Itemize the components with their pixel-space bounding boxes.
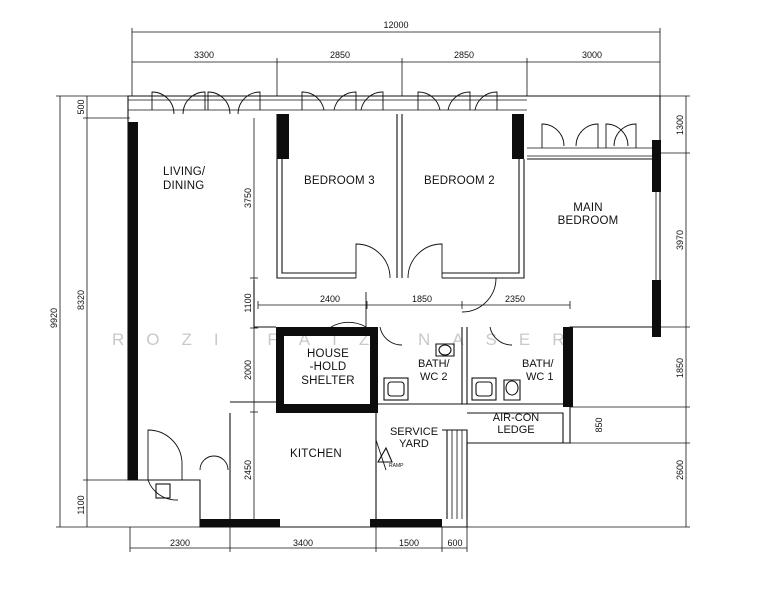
dim-right-1: 1300 <box>675 115 685 135</box>
bath1-label-1: BATH/ <box>522 358 555 370</box>
fixtures: RAMP <box>377 343 521 519</box>
dim-interior-h-3: 2350 <box>505 294 525 304</box>
kitchen-label: KITCHEN <box>290 448 342 460</box>
dim-interior-v-4: 2450 <box>243 460 253 480</box>
bedroom3-label: BEDROOM 3 <box>304 175 375 187</box>
dim-interior-v-3: 2000 <box>243 360 253 380</box>
room-labels: LIVING/ DINING BEDROOM 3 BEDROOM 2 MAIN … <box>163 166 618 460</box>
dim-right-3: 1850 <box>675 358 685 378</box>
dim-interior-h-2: 1850 <box>412 294 432 304</box>
shelter-label-3: SHELTER <box>301 375 355 387</box>
dim-left-inner-3: 1100 <box>76 495 86 514</box>
dim-interior-v-2: 1100 <box>243 293 253 312</box>
doors <box>147 243 513 527</box>
dim-right-4: 850 <box>594 417 604 432</box>
service-yard-label-1: SERVICE <box>390 426 438 438</box>
dim-left-inner-2: 8320 <box>76 290 86 310</box>
dim-bottom-3: 1500 <box>399 538 419 548</box>
main-bedroom-label-1: MAIN <box>573 202 603 214</box>
bath2-label-1: BATH/ <box>418 358 451 370</box>
dim-bottom-4: 600 <box>447 538 462 548</box>
service-yard-label-2: YARD <box>399 438 429 450</box>
bedroom2-label: BEDROOM 2 <box>424 175 495 187</box>
dim-interior-v-1: 3750 <box>243 188 253 208</box>
dim-overall-top: 12000 <box>383 20 408 30</box>
dimension-labels: 12000 3300 2850 2850 3000 2300 3400 1500… <box>49 20 685 548</box>
dim-top-1: 3300 <box>194 50 214 60</box>
dim-left-outer: 9920 <box>49 308 59 328</box>
aircon-label-1: AIR-CON <box>493 412 540 424</box>
walls <box>127 95 661 528</box>
dim-right-5: 2600 <box>675 460 685 480</box>
dim-interior-h-1: 2400 <box>320 294 340 304</box>
shelter-label-2: -HOLD <box>310 361 347 373</box>
dim-top-4: 3000 <box>582 50 602 60</box>
dimension-lines <box>56 28 690 552</box>
bath1-label-2: WC 1 <box>526 371 554 383</box>
aircon-label-2: LEDGE <box>497 424 534 436</box>
dim-left-inner-1: 500 <box>76 99 86 114</box>
living-label-1: LIVING/ <box>163 166 206 178</box>
main-bedroom-label-2: BEDROOM <box>558 215 619 227</box>
dim-bottom-1: 2300 <box>170 538 190 548</box>
bath2-label-2: WC 2 <box>420 371 448 383</box>
ramp-label: RAMP <box>389 463 404 469</box>
dim-top-3: 2850 <box>454 50 474 60</box>
living-label-2: DINING <box>163 180 204 192</box>
windows <box>151 91 657 280</box>
shelter-label-1: HOUSE <box>307 348 349 360</box>
dim-right-2: 3970 <box>675 230 685 250</box>
dim-bottom-2: 3400 <box>293 538 313 548</box>
dim-top-2: 2850 <box>330 50 350 60</box>
